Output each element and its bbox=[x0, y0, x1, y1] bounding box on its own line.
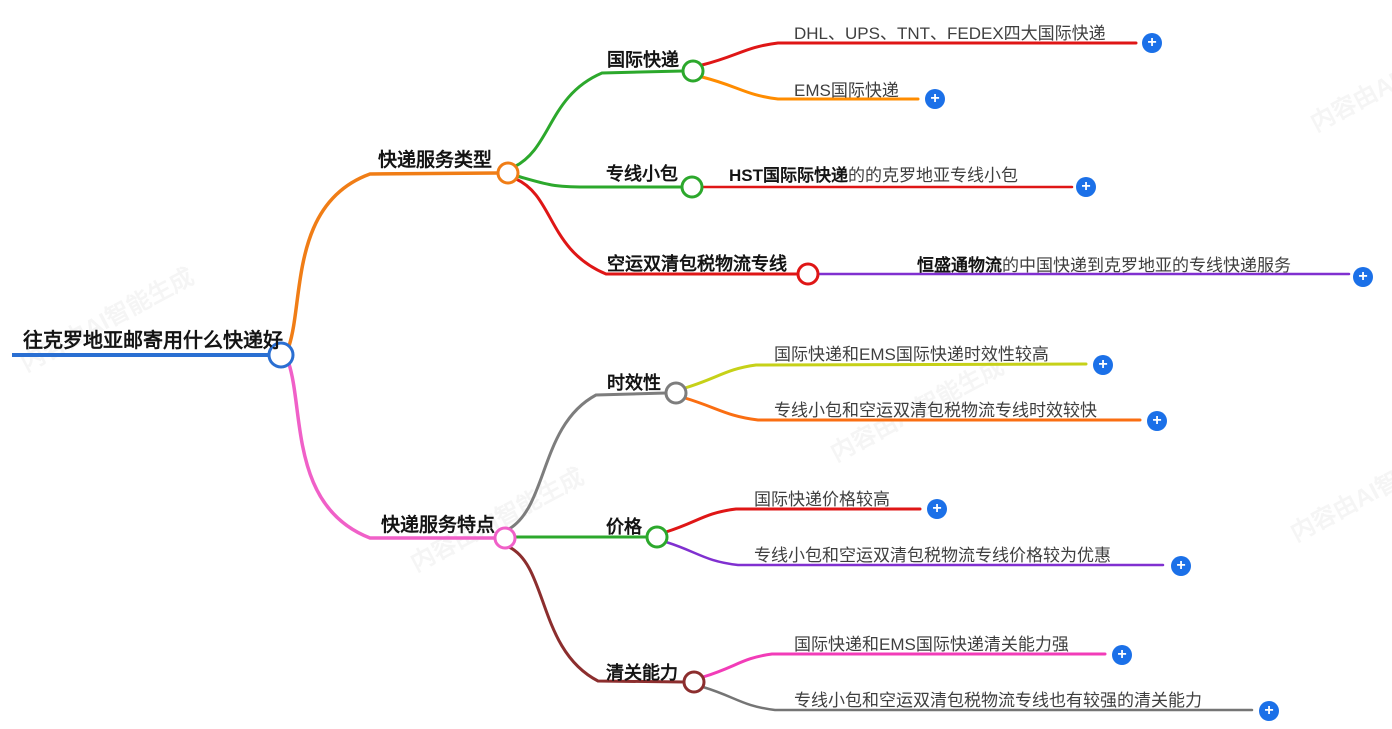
leaf-label-price-parcel[interactable]: 专线小包和空运双清包税物流专线价格较为优惠 bbox=[754, 546, 1111, 565]
leaf-label-customs-intl[interactable]: 国际快递和EMS国际快递清关能力强 bbox=[794, 635, 1069, 654]
edge-type-parcel bbox=[515, 174, 684, 189]
edge-intl-leaf2 bbox=[700, 75, 920, 101]
edge-time-leaf2 bbox=[683, 396, 1142, 422]
node-toggle-type[interactable] bbox=[496, 161, 520, 185]
leaf-label-hst-rest: 的的克罗地亚专线小包 bbox=[848, 166, 1018, 185]
add-icon[interactable]: + bbox=[927, 499, 947, 519]
node-label-parcel-line[interactable]: 专线小包 bbox=[606, 164, 678, 184]
edge-customs-leaf2 bbox=[701, 685, 1254, 712]
leaf-label-hst[interactable]: HST国际际快递的的克罗地亚专线小包 bbox=[729, 166, 1018, 186]
node-toggle-air[interactable] bbox=[796, 262, 820, 286]
node-label-intl-express[interactable]: 国际快递 bbox=[607, 50, 679, 70]
node-toggle-parcel[interactable] bbox=[680, 175, 704, 199]
leaf-label-price-intl[interactable]: 国际快递价格较高 bbox=[754, 490, 890, 509]
add-icon[interactable]: + bbox=[1171, 556, 1191, 576]
add-icon[interactable]: + bbox=[1353, 267, 1373, 287]
node-toggle-intl[interactable] bbox=[681, 59, 705, 83]
node-toggle-customs[interactable] bbox=[682, 670, 706, 694]
leaf-label-time-intl[interactable]: 国际快递和EMS国际快递时效性较高 bbox=[774, 345, 1049, 364]
root-node-label[interactable]: 往克罗地亚邮寄用什么快递好 bbox=[23, 330, 283, 352]
edge-price-leaf1 bbox=[664, 507, 922, 534]
leaf-label-hst-bold: HST国际际快递 bbox=[729, 166, 848, 185]
leaf-label-hengshengtong-bold: 恒盛通物流 bbox=[917, 256, 1002, 275]
add-icon[interactable]: + bbox=[1259, 701, 1279, 721]
edge-feature-customs bbox=[507, 545, 686, 684]
leaf-label-time-parcel[interactable]: 专线小包和空运双清包税物流专线时效较快 bbox=[774, 401, 1097, 420]
add-icon[interactable]: + bbox=[1147, 411, 1167, 431]
add-icon[interactable]: + bbox=[1076, 177, 1096, 197]
leaf-label-intl-big4[interactable]: DHL、UPS、TNT、FEDEX四大国际快递 bbox=[794, 24, 1106, 43]
leaf-label-ems[interactable]: EMS国际快递 bbox=[794, 81, 899, 100]
add-icon[interactable]: + bbox=[1112, 645, 1132, 665]
node-toggle-root[interactable] bbox=[267, 341, 295, 369]
edge-intl-leaf1 bbox=[700, 41, 1138, 67]
edge-type-air bbox=[514, 177, 800, 276]
edge-customs-leaf1 bbox=[701, 652, 1107, 679]
add-icon[interactable]: + bbox=[925, 89, 945, 109]
node-toggle-feature[interactable] bbox=[493, 526, 517, 550]
edge-time-leaf1 bbox=[683, 362, 1088, 390]
node-label-price[interactable]: 价格 bbox=[606, 517, 642, 537]
node-toggle-timeliness[interactable] bbox=[664, 381, 688, 405]
edge-root-type bbox=[287, 171, 500, 348]
add-icon[interactable]: + bbox=[1093, 355, 1113, 375]
node-label-service-type[interactable]: 快递服务类型 bbox=[378, 150, 493, 171]
edge-price-leaf2 bbox=[664, 540, 1165, 567]
node-label-air-freight[interactable]: 空运双清包税物流专线 bbox=[607, 254, 787, 274]
node-label-service-feature[interactable]: 快递服务特点 bbox=[381, 515, 496, 536]
leaf-label-hengshengtong[interactable]: 恒盛通物流的中国快递到克罗地亚的专线快递服务 bbox=[917, 256, 1291, 276]
edge-type-intl bbox=[512, 69, 685, 169]
edge-root-feature bbox=[287, 362, 496, 540]
edge-feature-timeliness bbox=[507, 391, 668, 531]
add-icon[interactable]: + bbox=[1142, 33, 1162, 53]
node-toggle-price[interactable] bbox=[645, 525, 669, 549]
node-label-customs[interactable]: 清关能力 bbox=[606, 663, 678, 683]
leaf-label-customs-parcel[interactable]: 专线小包和空运双清包税物流专线也有较强的清关能力 bbox=[794, 691, 1202, 710]
node-label-timeliness[interactable]: 时效性 bbox=[607, 373, 661, 393]
leaf-label-hengshengtong-rest: 的中国快递到克罗地亚的专线快递服务 bbox=[1002, 256, 1291, 275]
